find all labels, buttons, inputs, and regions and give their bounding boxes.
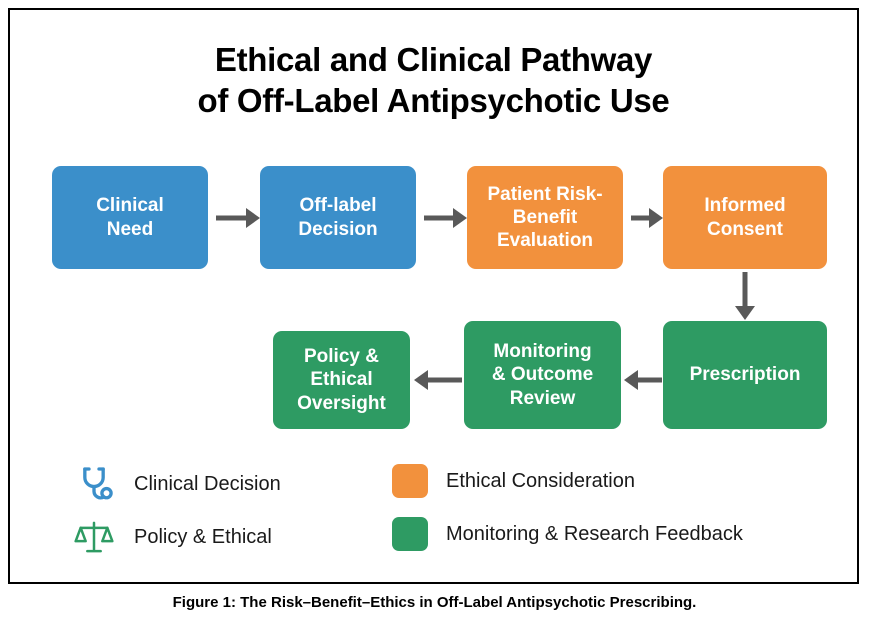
legend-label-clinical-decision: Clinical Decision (134, 472, 281, 495)
flow-node-policy-oversight-label: Policy & Ethical Oversight (297, 346, 386, 414)
arrow-prescription-to-monitoring (624, 368, 662, 392)
flow-node-offlabel-decision-label: Off-label Decision (298, 195, 378, 240)
stethoscope-icon (72, 462, 116, 506)
color-swatch-green (392, 517, 428, 551)
legend-item-ethical-consideration: Ethical Consideration (392, 464, 635, 498)
arrow-shaft (742, 272, 748, 308)
color-swatch-orange (392, 464, 428, 498)
arrow-informed-consent-to-prescription (733, 272, 757, 320)
legend-label-monitoring-feedback: Monitoring & Research Feedback (446, 522, 743, 545)
arrow-monitoring-to-policy-oversight (414, 368, 462, 392)
arrow-head-right-icon (246, 208, 260, 228)
flow-node-monitoring-label: Monitoring & Outcome Review (491, 341, 594, 409)
figure-caption: Figure 1: The Risk–Benefit–Ethics in Off… (172, 594, 697, 611)
arrow-shaft (636, 377, 662, 383)
arrow-head-left-icon (624, 370, 638, 390)
legend-item-policy-ethical: Policy & Ethical (72, 515, 272, 559)
legend-label-ethical-consideration: Ethical Consideration (446, 469, 635, 492)
arrow-shaft (216, 215, 248, 221)
figure-title: Ethical and Clinical Pathway of Off-Labe… (10, 40, 857, 122)
arrow-shaft (631, 215, 651, 221)
arrow-risk-benefit-to-informed-consent (631, 206, 663, 230)
flow-node-informed-consent: Informed Consent (663, 166, 827, 269)
arrow-head-right-icon (453, 208, 467, 228)
figure-title-line-1: Ethical and Clinical Pathway (214, 41, 653, 78)
arrow-offlabel-decision-to-risk-benefit (424, 206, 467, 230)
legend-item-clinical-decision: Clinical Decision (72, 462, 281, 506)
flow-node-risk-benefit-label: Patient Risk- Benefit Evaluation (487, 183, 603, 252)
legend-label-policy-ethical: Policy & Ethical (134, 525, 272, 548)
arrow-head-left-icon (414, 370, 428, 390)
legend: Clinical Decision Policy & Ethical Ethic (10, 457, 857, 572)
flow-node-offlabel-decision: Off-label Decision (260, 166, 416, 269)
figure-title-line-2: of Off-Label Antipsychotic Use (197, 81, 670, 119)
flow-node-prescription-label: Prescription (689, 364, 801, 386)
figure-frame: Ethical and Clinical Pathway of Off-Labe… (8, 8, 859, 584)
flow-node-policy-oversight: Policy & Ethical Oversight (273, 331, 410, 429)
arrow-shaft (424, 215, 455, 221)
arrow-head-right-icon (649, 208, 663, 228)
flow-node-monitoring: Monitoring & Outcome Review (464, 321, 621, 429)
legend-item-monitoring-feedback: Monitoring & Research Feedback (392, 517, 743, 551)
flow-node-risk-benefit: Patient Risk- Benefit Evaluation (467, 166, 623, 269)
flow-node-informed-consent-label: Informed Consent (704, 195, 786, 240)
arrow-head-down-icon (735, 306, 755, 320)
flow-node-prescription: Prescription (663, 321, 827, 429)
scales-icon (72, 515, 116, 559)
flow-node-clinical-need: Clinical Need (52, 166, 208, 269)
arrow-shaft (426, 377, 462, 383)
flow-node-clinical-need-label: Clinical Need (96, 195, 164, 240)
arrow-clinical-need-to-offlabel-decision (216, 206, 260, 230)
